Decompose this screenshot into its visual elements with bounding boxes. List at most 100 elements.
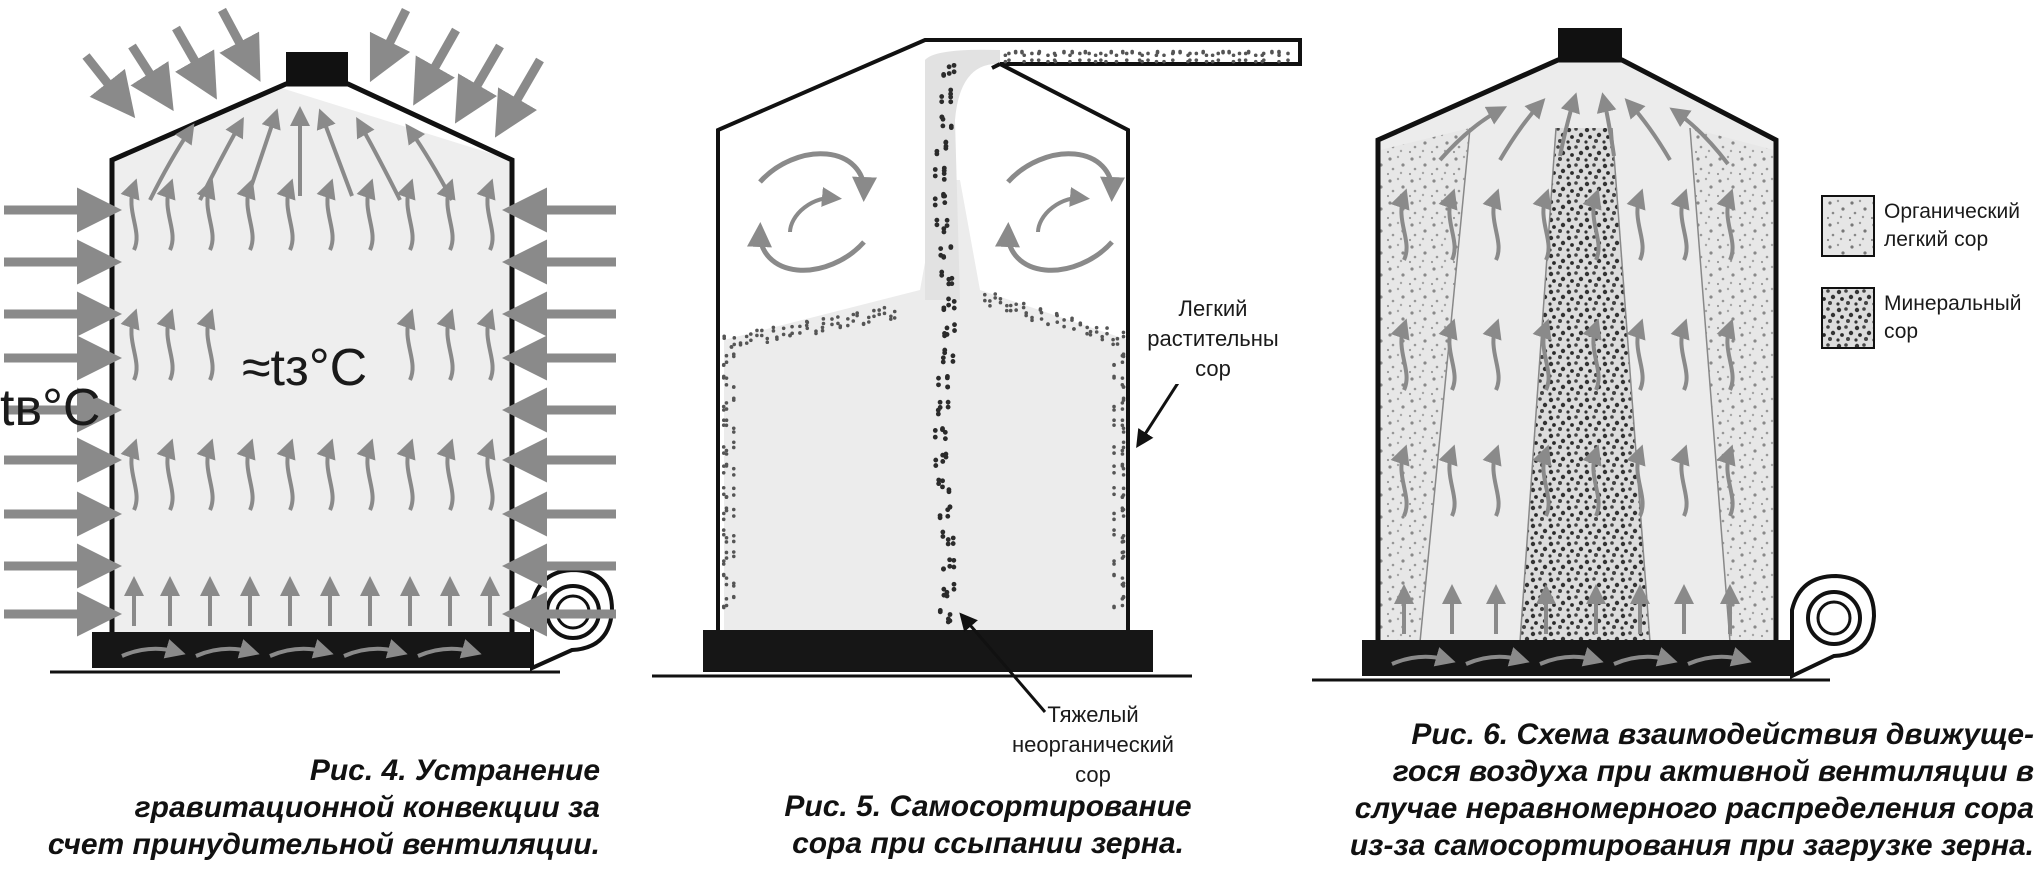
fig5-debris-particle: [724, 603, 729, 608]
fig5-debris-particle: [1112, 517, 1116, 522]
fig5-debris-particle: [1112, 604, 1116, 609]
fig5-debris-particle: [1112, 572, 1116, 577]
fig4-convection-arrow: [316, 108, 354, 197]
fig5-debris-particle: [855, 313, 859, 318]
fig5-debris-particle: [724, 550, 729, 555]
fig5-heavy-particle: [935, 407, 941, 413]
fig5-heavy-particle: [932, 202, 938, 208]
fig5-debris-particle: [1085, 331, 1089, 336]
fig5-heavy-debris-label: Тяжелый неорганический сор: [978, 700, 1208, 790]
fig6-convection-arrow: [1438, 318, 1458, 391]
fig5-debris-particle: [724, 448, 729, 453]
fig5-debris-particle: [721, 604, 726, 609]
fig5-debris-particle: [744, 341, 749, 345]
fig5-debris-particle: [1121, 594, 1126, 599]
fig6-convection-arrow: [1482, 318, 1502, 391]
fig5-debris-particle: [1188, 58, 1192, 62]
fig6-base-air-arrow: [1687, 647, 1752, 667]
fig5-swirl-arrow: [1036, 187, 1090, 233]
fig5-debris-particle: [731, 493, 736, 497]
fig5-debris-particle: [724, 401, 729, 405]
fig5-swirl-arrow: [758, 151, 877, 202]
fig5-heavy-particle: [952, 322, 957, 328]
fig4-caption: Рис. 4. Устранение гравитационной конвек…: [0, 752, 600, 863]
fig5-debris-particle: [731, 398, 736, 402]
legend-organic-line: Органический: [1884, 200, 2020, 223]
fig5-debris-particle: [1277, 49, 1281, 54]
fig5-debris-particle: [781, 326, 786, 331]
fig5-debris-particle: [1114, 59, 1119, 64]
fig5-debris-particle: [988, 299, 992, 303]
fig5-debris-particle: [830, 317, 834, 321]
fig5-debris-particle: [851, 319, 856, 323]
fig5-debris-particle: [721, 451, 726, 455]
fig5-heavy-particle: [941, 226, 947, 232]
fig5-debris-particle: [1201, 49, 1206, 54]
fig5-debris-particle: [1093, 59, 1098, 64]
fig5-debris-particle: [1227, 49, 1231, 54]
fig5-debris-particle: [1130, 49, 1134, 54]
fig4-convection-arrow: [396, 308, 416, 381]
fig5-debris-particle: [1030, 51, 1034, 56]
fig5-debris-particle: [1261, 58, 1266, 62]
fig5-debris-particle: [820, 325, 825, 330]
legend-mineral-label: Минеральный сор: [1884, 290, 2021, 346]
fig5-debris-particle: [738, 341, 743, 345]
fig6-convection-arrow: [1390, 188, 1410, 261]
fig5-debris-particle: [731, 426, 736, 431]
fig5-debris-particle: [1104, 59, 1108, 64]
fig5-debris-particle: [1085, 325, 1089, 330]
fig5-debris-particle: [1105, 326, 1109, 330]
fig5-debris-particle: [1078, 51, 1082, 56]
fig5-debris-particle: [1124, 58, 1129, 62]
fig5-debris-particle: [1112, 528, 1116, 532]
fig5-debris-particle: [724, 576, 729, 580]
fig5-debris-particle: [1112, 464, 1116, 468]
fig6-convection-arrow: [1626, 188, 1646, 261]
fig5-debris-particle: [1171, 58, 1175, 62]
fig5-debris-particle: [846, 323, 850, 328]
fig5-debris-particle: [1112, 485, 1116, 490]
fig5-debris-particle: [721, 363, 726, 368]
fig5-debris-particle: [798, 331, 802, 335]
fig5-debris-particle: [1231, 59, 1236, 64]
fig5-heavy-particle: [940, 484, 945, 490]
fig5-debris-particle: [1105, 331, 1109, 336]
fig6-fan-icon: [1790, 573, 1877, 680]
fig5-debris-particle: [722, 334, 726, 339]
fig5-heavy-particle: [950, 359, 956, 364]
fig5-debris-particle: [1121, 385, 1126, 389]
fig6-base-air-arrow: [1613, 647, 1678, 667]
fig5-debris-particle: [775, 337, 779, 341]
fig4-convection-arrow: [476, 438, 496, 511]
fig5-heavy-particle: [944, 332, 950, 337]
fig5-heavy-particle: [951, 557, 957, 563]
fig6-convection-arrow: [1669, 107, 1730, 166]
fig6-organic-zone-left: [1380, 128, 1470, 642]
fig5-debris-particle: [1204, 59, 1209, 64]
legend-mineral-swatch: [1821, 287, 1875, 349]
fig5-debris-particle: [771, 329, 776, 333]
fig4-convection-arrow: [120, 178, 140, 251]
fig5-heavy-particle: [948, 87, 954, 93]
fig5-debris-particle: [731, 594, 736, 599]
fig5-debris-particle: [1121, 430, 1126, 434]
fig5-debris-particle: [744, 334, 749, 339]
fig5-debris-particle: [1112, 532, 1116, 537]
fig5-heavy-particle: [937, 399, 943, 405]
fig5-debris-particle: [1121, 330, 1126, 335]
fig5-debris-particle: [731, 352, 736, 356]
fig5-heavy-particle: [948, 125, 954, 131]
fig5-debris-particle: [993, 296, 997, 300]
fig5-debris-particle: [1277, 53, 1281, 58]
fig5-debris-particle: [1121, 352, 1126, 356]
fig5-debris-particle: [1243, 58, 1248, 62]
fig5-heavy-particle: [937, 513, 943, 519]
fig5-heavy-particle: [942, 193, 948, 199]
fig5-debris-particle: [1112, 511, 1116, 516]
fig6-zone-line: [1519, 127, 1557, 643]
fig5-debris-particle: [1088, 332, 1093, 337]
fig5-debris-particle: [1260, 53, 1265, 58]
fig5-debris-particle: [1121, 334, 1126, 339]
figure-5: [652, 38, 1302, 713]
